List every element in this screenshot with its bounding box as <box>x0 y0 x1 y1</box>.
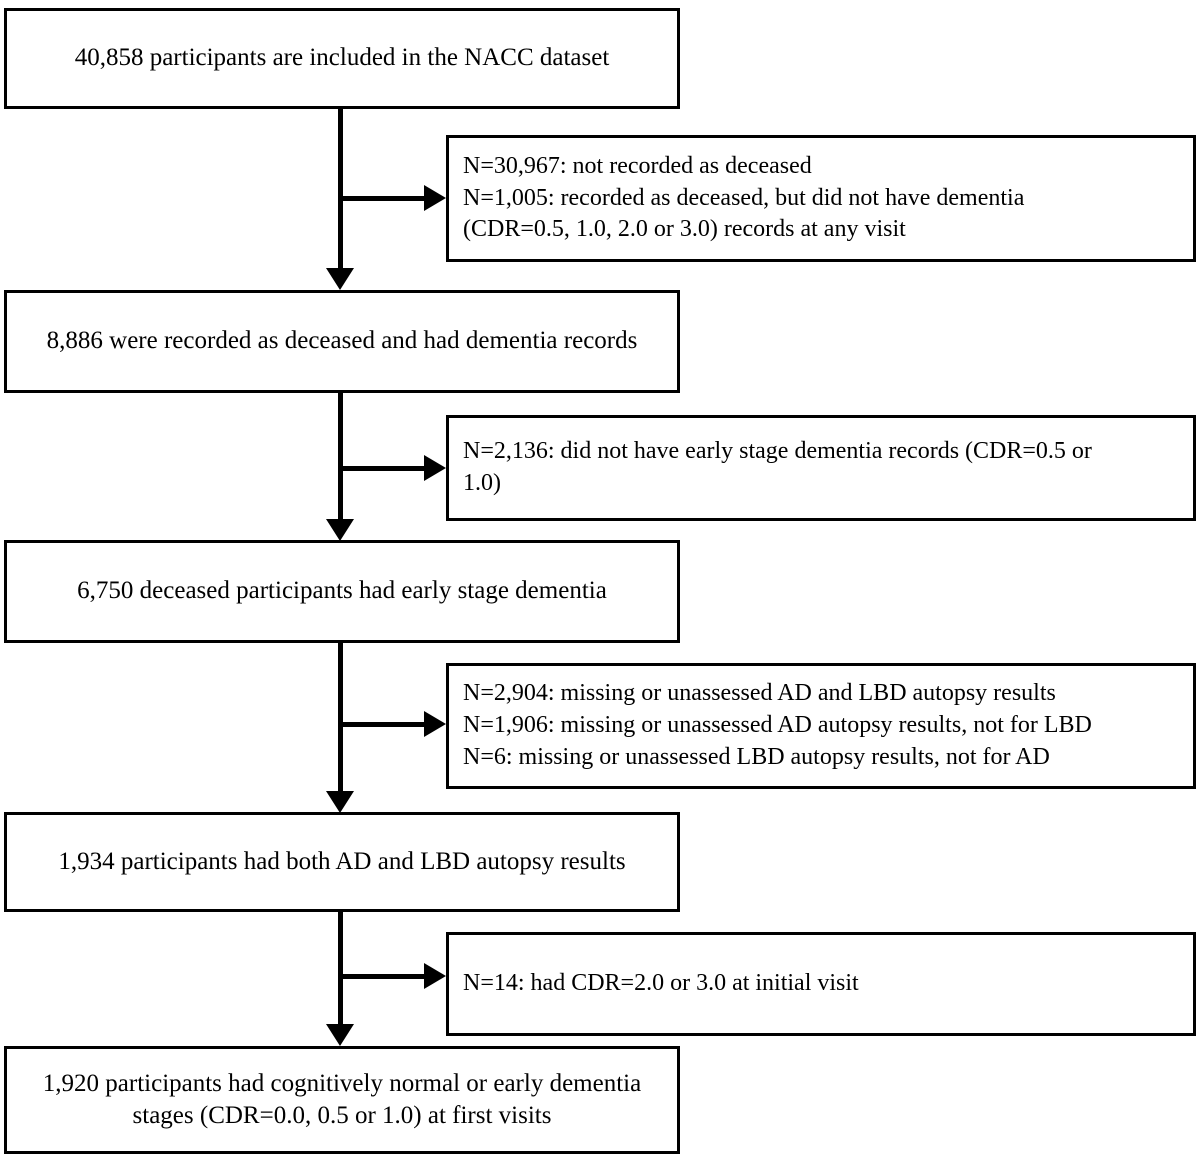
connector-branch-3 <box>338 722 428 727</box>
flow-node-stage-5: 1,920 participants had cognitively norma… <box>4 1046 680 1154</box>
flow-node-exclusion-2: N=2,136: did not have early stage dement… <box>446 415 1196 521</box>
flow-node-stage-3-label: 6,750 deceased participants had early st… <box>77 577 607 605</box>
arrow-down-4 <box>326 1024 354 1046</box>
flow-node-exclusion-3-label: N=2,904: missing or unassessed AD and LB… <box>463 680 1092 770</box>
flow-node-stage-3: 6,750 deceased participants had early st… <box>4 540 680 643</box>
connector-vertical-2 <box>338 393 343 523</box>
flow-node-exclusion-4-label: N=14: had CDR=2.0 or 3.0 at initial visi… <box>463 970 859 997</box>
flow-node-exclusion-1: N=30,967: not recorded as deceased N=1,0… <box>446 135 1196 262</box>
connector-vertical-1 <box>338 109 343 271</box>
flow-node-exclusion-2-label: N=2,136: did not have early stage dement… <box>463 438 1092 496</box>
connector-vertical-3 <box>338 643 343 795</box>
connector-branch-4 <box>338 974 428 979</box>
flow-node-stage-4-label: 1,934 participants had both AD and LBD a… <box>58 847 626 875</box>
flow-node-stage-2-label: 8,886 were recorded as deceased and had … <box>46 327 638 355</box>
flow-node-stage-1-label: 40,858 participants are included in the … <box>74 44 610 72</box>
arrow-right-2 <box>424 455 446 481</box>
flow-node-stage-4: 1,934 participants had both AD and LBD a… <box>4 812 680 912</box>
connector-branch-2 <box>338 466 428 471</box>
flow-node-exclusion-4: N=14: had CDR=2.0 or 3.0 at initial visi… <box>446 932 1196 1036</box>
connector-branch-1 <box>338 196 428 201</box>
arrow-right-1 <box>424 185 446 211</box>
arrow-down-1 <box>326 268 354 290</box>
flow-node-stage-2: 8,886 were recorded as deceased and had … <box>4 290 680 393</box>
arrow-down-3 <box>326 791 354 813</box>
flow-node-exclusion-3: N=2,904: missing or unassessed AD and LB… <box>446 663 1196 789</box>
arrow-right-4 <box>424 963 446 989</box>
flow-node-stage-5-label: 1,920 participants had cognitively norma… <box>42 1069 642 1130</box>
connector-vertical-4 <box>338 912 343 1028</box>
flow-node-exclusion-1-label: N=30,967: not recorded as deceased N=1,0… <box>463 152 1025 243</box>
arrow-down-2 <box>326 519 354 541</box>
flow-node-stage-1: 40,858 participants are included in the … <box>4 8 680 109</box>
arrow-right-3 <box>424 711 446 737</box>
